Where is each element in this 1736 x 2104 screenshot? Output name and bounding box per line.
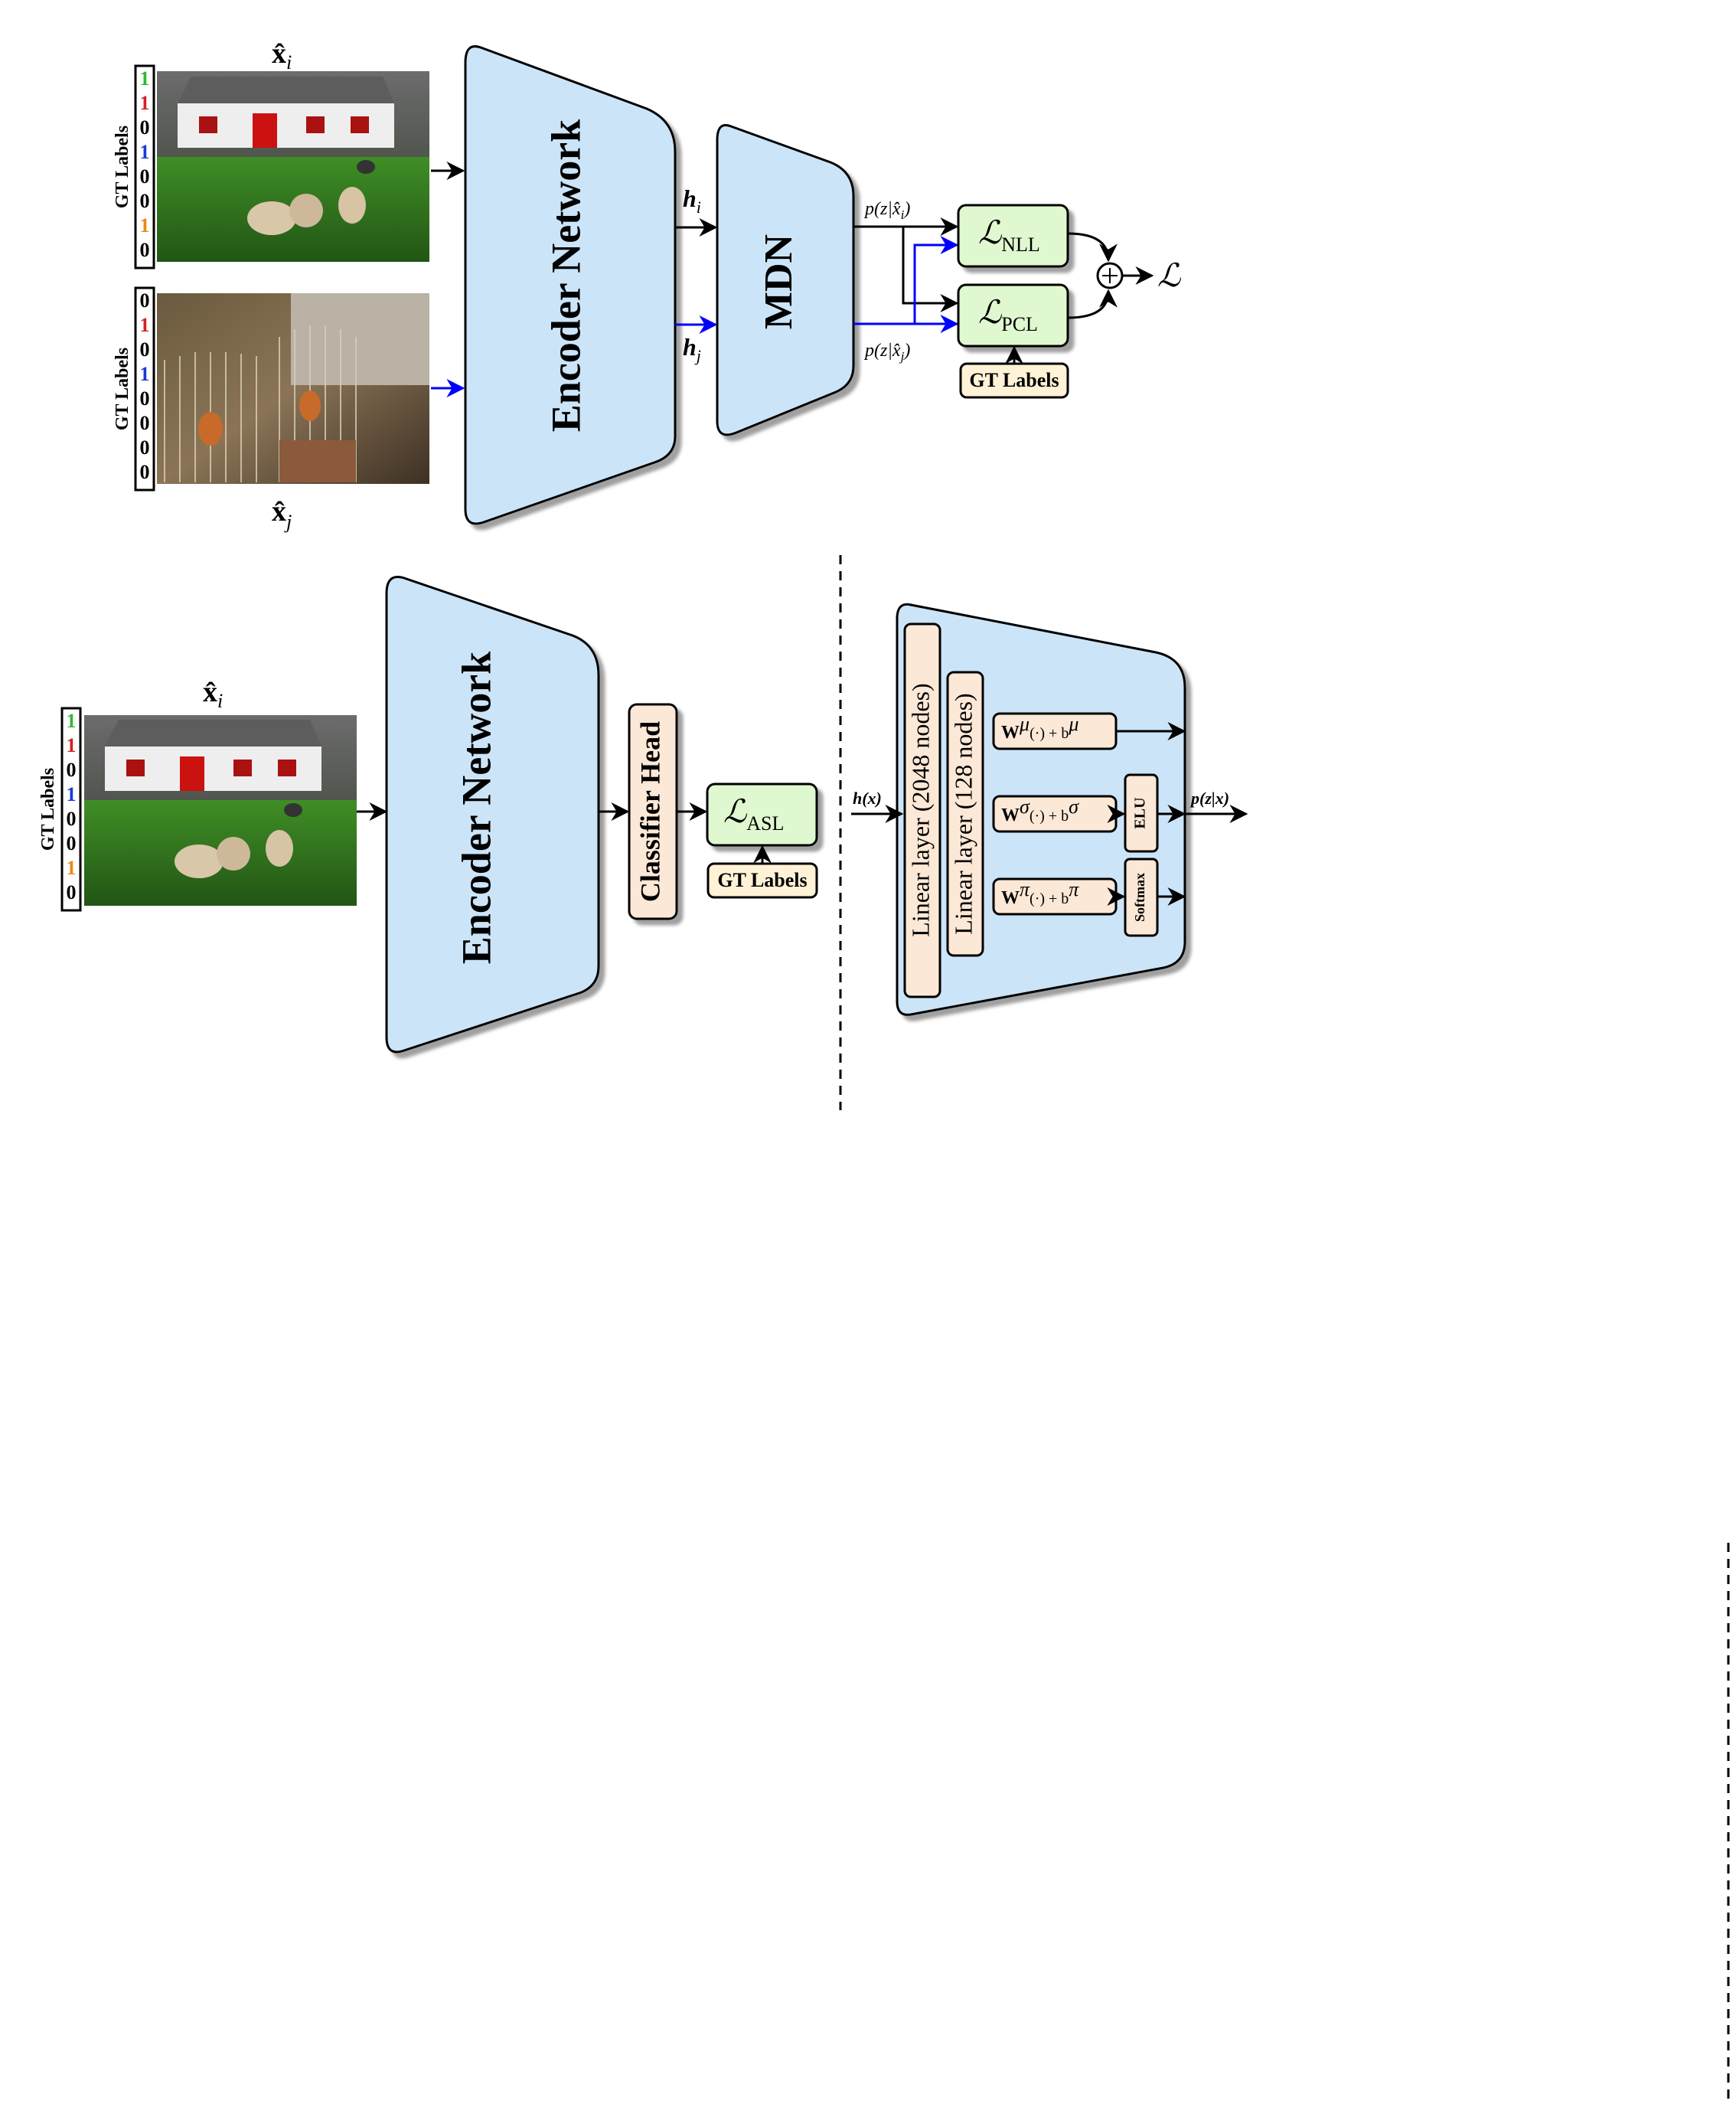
sigma-head-label: Wσ(·) + bσ — [1001, 796, 1079, 825]
p-zj-label: p(z|x̂j) — [863, 341, 910, 364]
mdn-detail: h(x) Linear layer (2048 nodes) Linear la… — [851, 603, 1248, 1016]
label-bit: 0 — [140, 190, 150, 212]
linear-2048-label: Linear layer (2048 nodes) — [906, 683, 934, 936]
bottom-gt-labels-vertical: GT Labels — [38, 768, 58, 851]
cottage-image-top — [157, 71, 429, 262]
top-gt-labels-vertical-j: GT Labels — [113, 348, 132, 430]
label-bit: 1 — [140, 67, 150, 90]
softmax-label: Softmax — [1132, 873, 1147, 922]
label-bit: 0 — [67, 759, 77, 781]
label-bit: 1 — [67, 783, 77, 805]
label-bit: 1 — [67, 734, 77, 756]
label-bit: 1 — [140, 141, 150, 163]
pi-head-box: Wπ(·) + bπ — [992, 877, 1118, 916]
sigma-head-box: Wσ(·) + bσ — [992, 795, 1118, 833]
top-gt-labels-vertical-i: GT Labels — [113, 126, 132, 208]
label-bit: 1 — [140, 363, 150, 385]
linear-128-label: Linear layer (128 nodes) — [949, 693, 977, 934]
encoder-network-block-top — [464, 45, 677, 525]
label-bit: 0 — [140, 436, 150, 459]
loss-nll-box: ℒNLL — [957, 204, 1069, 268]
label-bit: 0 — [140, 165, 150, 188]
label-bit: 0 — [140, 461, 150, 483]
gt-labels-box-text-bottom: GT Labels — [717, 869, 807, 891]
label-bit: 0 — [140, 412, 150, 434]
elu-box: ELU — [1124, 773, 1159, 853]
nll-to-sum-arrow — [1067, 232, 1118, 263]
loss-asl-box: ℒASL — [706, 782, 818, 847]
birdcage-image-top — [157, 293, 429, 484]
label-bit: 0 — [67, 832, 77, 854]
top-xi-label: x̂i — [272, 38, 292, 74]
top-xj-label: x̂j — [272, 495, 292, 533]
loss-pcl-label: ℒPCL — [978, 296, 1038, 335]
bottom-xi-label: x̂i — [203, 676, 223, 712]
total-loss-label: ℒ — [1157, 259, 1181, 294]
label-bit: 1 — [67, 710, 77, 732]
label-bit: 1 — [140, 214, 150, 237]
label-bit: 0 — [140, 338, 150, 361]
pzx-label: p(z|x) — [1189, 789, 1229, 808]
label-bit: 0 — [140, 116, 150, 139]
label-bit: 0 — [140, 239, 150, 261]
classifier-head-box: Classifier Head — [628, 703, 678, 920]
label-bit: 1 — [67, 857, 77, 879]
loss-nll-label: ℒNLL — [978, 216, 1040, 256]
hx-label: h(x) — [853, 789, 882, 808]
mdn-block-top — [716, 124, 855, 436]
pi-head-label: Wπ(·) + bπ — [1001, 878, 1079, 908]
linear-2048-box: Linear layer (2048 nodes) — [903, 622, 941, 998]
loss-asl-label: ℒASL — [723, 795, 784, 835]
label-bit: 1 — [140, 92, 150, 114]
label-bit: 0 — [140, 289, 150, 312]
gt-labels-box-top: GT Labels — [959, 345, 1069, 399]
mu-head-box: Wμ(·) + bμ — [992, 712, 1118, 750]
cottage-image-bottom — [84, 715, 357, 906]
mdn-to-loss-wiring — [853, 217, 959, 333]
p-zi-label: p(z|x̂i) — [863, 199, 910, 222]
softmax-box: Softmax — [1124, 858, 1159, 937]
loss-pcl-box: ℒPCL — [957, 283, 1069, 348]
encoder-network-label-bottom: Encoder Network — [453, 652, 499, 964]
encoder-network-block-bottom — [385, 576, 600, 1054]
mdn-label: MDN — [757, 234, 801, 329]
classifier-head-label: Classifier Head — [635, 721, 665, 902]
label-bit: 0 — [140, 387, 150, 410]
elu-label: ELU — [1132, 797, 1149, 828]
encoder-network-label-top: Encoder Network — [543, 119, 589, 432]
mu-head-label: Wμ(·) + bμ — [1001, 713, 1078, 743]
label-bit: 0 — [67, 808, 77, 830]
hi-label: hi — [683, 185, 701, 217]
pcl-to-sum-arrow — [1067, 289, 1118, 319]
label-bit: 0 — [67, 881, 77, 903]
gt-labels-box-text-top: GT Labels — [969, 369, 1059, 391]
linear-128-box: Linear layer (128 nodes) — [946, 671, 984, 957]
gt-labels-box-bottom: GT Labels — [706, 845, 818, 899]
hj-label: hj — [683, 333, 701, 365]
plus-circle-icon — [1096, 262, 1124, 289]
label-bit: 1 — [140, 314, 150, 336]
